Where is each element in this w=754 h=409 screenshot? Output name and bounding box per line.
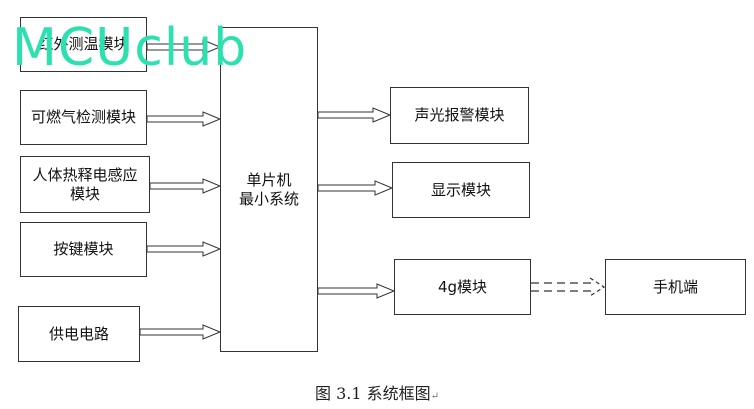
infrared-temp-module-label: 红外测温模块 — [38, 35, 129, 53]
watermark-logo: MCUclub — [12, 18, 248, 78]
gsm-4g-module: 4g模块 — [394, 259, 531, 315]
return-mark-icon: ↵ — [430, 391, 439, 402]
arrow-pir-to-mcu — [149, 178, 222, 194]
dashed-arrow-gsm-to-phone — [531, 277, 606, 297]
mcu-label-line1: 单片机 — [246, 170, 292, 189]
sound-light-alarm-module-label: 声光报警模块 — [414, 106, 505, 124]
gas-detection-module: 可燃气检测模块 — [20, 90, 147, 145]
pir-sensor-module-label-line2: 模块 — [69, 184, 100, 203]
display-module: 显示模块 — [392, 162, 530, 218]
figure-caption: 图 3.1 系统框图↵ — [0, 380, 754, 404]
pir-sensor-module-label-line1: 人体热释电感应 — [32, 165, 138, 184]
arrow-keys-to-mcu — [146, 241, 222, 257]
pir-sensor-module: 人体热释电感应 模块 — [20, 156, 150, 213]
mcu-minimum-system: 单片机 最小系统 — [220, 27, 318, 352]
keys-module-label: 按键模块 — [53, 240, 114, 258]
arrow-infrared-to-mcu — [146, 39, 222, 55]
power-supply-circuit-label: 供电电路 — [48, 324, 109, 343]
mcu-label-line2: 最小系统 — [238, 189, 299, 208]
arrow-mcu-to-display — [317, 180, 394, 196]
sound-light-alarm-module: 声光报警模块 — [390, 87, 529, 144]
gas-detection-module-label: 可燃气检测模块 — [30, 108, 136, 126]
display-module-label: 显示模块 — [430, 180, 491, 199]
phone-terminal-label: 手机端 — [652, 277, 698, 296]
phone-terminal: 手机端 — [605, 259, 746, 315]
figure-caption-text: 图 3.1 系统框图 — [314, 384, 431, 403]
keys-module: 按键模块 — [20, 222, 147, 277]
arrow-gas-to-mcu — [146, 111, 222, 127]
arrow-mcu-to-gsm — [317, 283, 396, 299]
infrared-temp-module: 红外测温模块 — [20, 17, 147, 72]
arrow-power-to-mcu — [139, 324, 222, 340]
power-supply-circuit: 供电电路 — [18, 306, 140, 362]
arrow-mcu-to-alarm — [317, 107, 392, 123]
gsm-4g-module-label: 4g模块 — [437, 277, 488, 296]
